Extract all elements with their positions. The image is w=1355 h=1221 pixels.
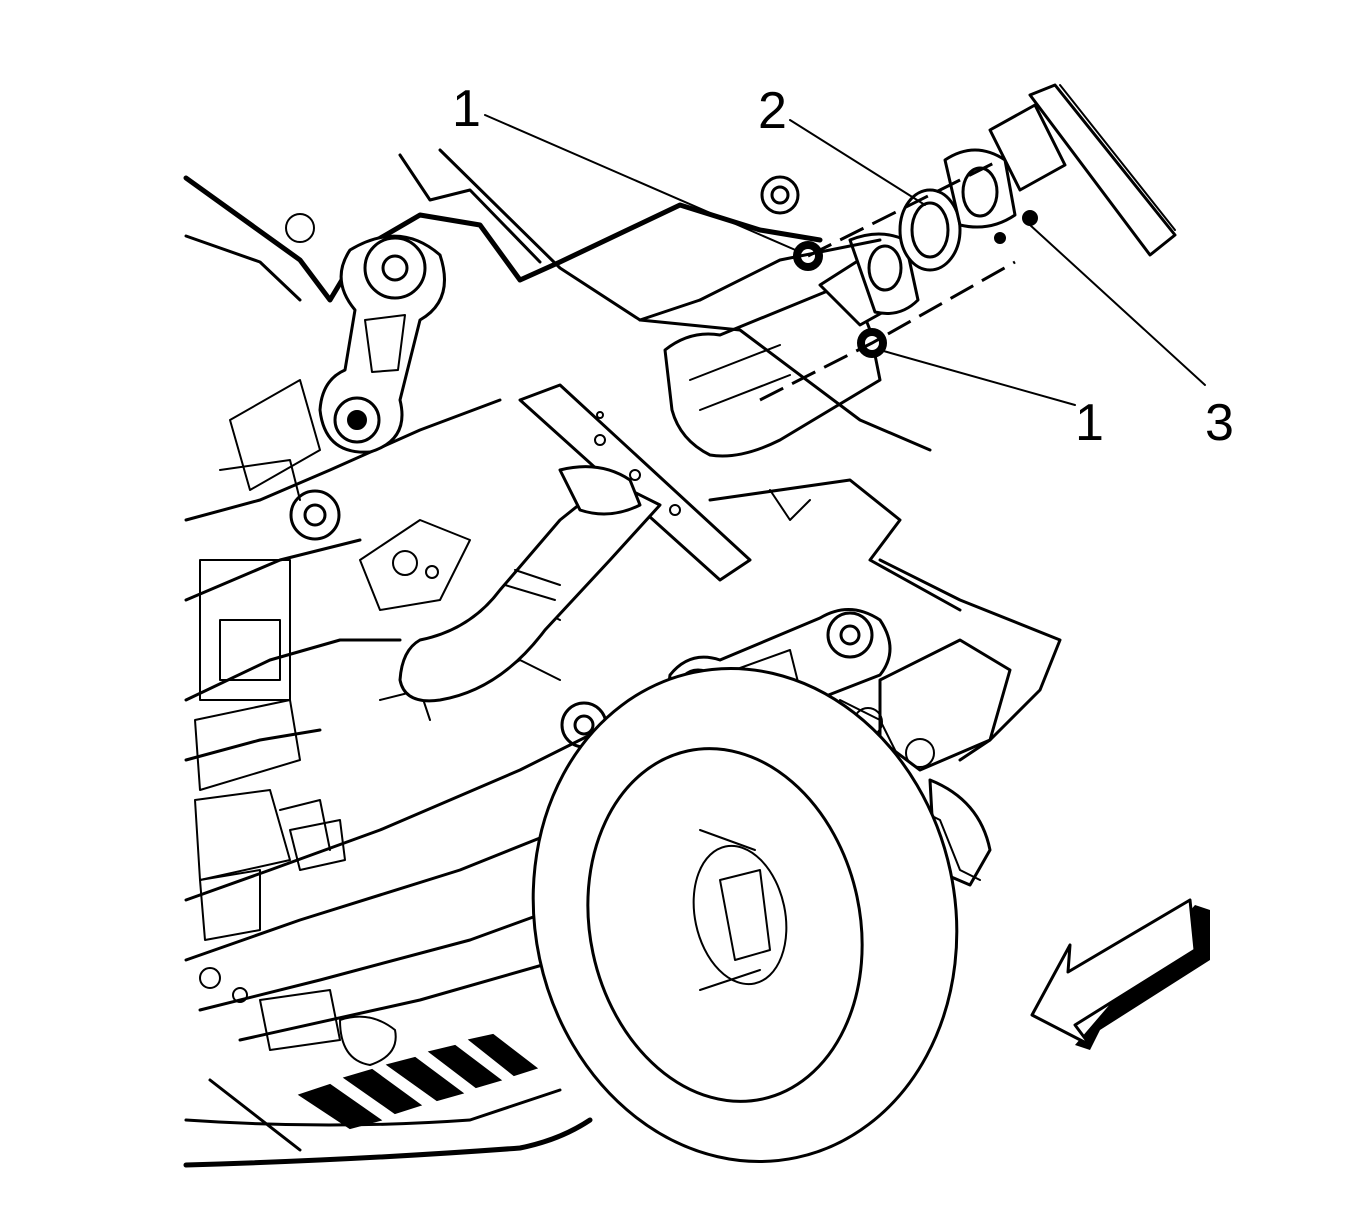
callout-label-2: 2: [758, 82, 787, 140]
upper-torque-strut: [318, 234, 446, 454]
leader-1-right: [879, 349, 1076, 406]
front-direction-arrow: [1030, 898, 1210, 1050]
leader-2: [789, 119, 926, 206]
leader-3: [1029, 224, 1206, 386]
gasket: [898, 188, 962, 272]
callout-leaders: [484, 114, 1206, 406]
callout-label-3: 3: [1205, 394, 1234, 452]
exhaust-system: [398, 83, 1177, 703]
leader-1-top: [484, 114, 801, 253]
vehicle-underbody: [183, 148, 823, 1168]
callout-labels: 1 2 1 3: [452, 80, 1234, 452]
cross-brace: [518, 383, 752, 582]
grille-slots: [297, 1033, 539, 1130]
callout-label-1-top: 1: [452, 80, 481, 138]
right-body-structure: [638, 238, 1062, 887]
callout-label-1-right: 1: [1075, 394, 1104, 452]
wheel: [531, 667, 959, 1163]
